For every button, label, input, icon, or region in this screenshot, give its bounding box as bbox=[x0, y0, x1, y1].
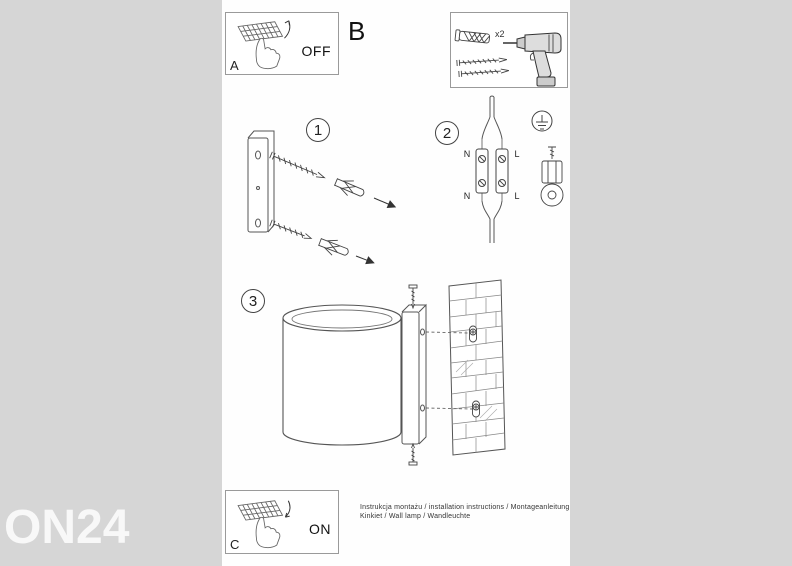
step-3-number: 3 bbox=[241, 289, 265, 313]
wall-plug-icon bbox=[318, 238, 349, 256]
screw-icon bbox=[408, 284, 418, 310]
drill-icon bbox=[503, 32, 562, 87]
screw-icon bbox=[269, 219, 313, 239]
bracket-mounting-illustration bbox=[247, 130, 397, 265]
hand-icon bbox=[255, 516, 281, 549]
watermark-logo: ON24 bbox=[4, 501, 130, 554]
tools-illustration bbox=[454, 29, 562, 87]
panel-b-label: B bbox=[348, 16, 366, 46]
switch-state-label: OFF bbox=[301, 43, 331, 59]
step-2-number: 2 bbox=[435, 121, 459, 145]
screw-icon bbox=[456, 57, 508, 67]
footer-text: Instrukcja montażu / installation instru… bbox=[360, 503, 570, 521]
step-1-number: 1 bbox=[306, 118, 330, 142]
wall-slot-icon bbox=[469, 325, 480, 418]
plug-quantity-label: x2 bbox=[495, 29, 505, 39]
screw-icon bbox=[408, 442, 418, 466]
wire-label-n-top: N bbox=[464, 149, 471, 159]
switch-off-icon bbox=[237, 20, 291, 70]
direction-arrow-icon bbox=[355, 255, 375, 265]
flip-arrow-icon bbox=[284, 20, 291, 39]
screw-icon bbox=[269, 151, 326, 179]
hand-icon bbox=[255, 37, 281, 70]
wire-label-n-bottom: N bbox=[464, 191, 471, 201]
wire-label-l-bottom: L bbox=[514, 191, 519, 201]
footer-line-1: Instrukcja montażu / installation instru… bbox=[360, 504, 570, 511]
lamp-cylinder-icon bbox=[282, 304, 402, 446]
direction-arrow-icon bbox=[373, 197, 397, 209]
panel-a-label: A bbox=[230, 58, 239, 73]
lamp-mounting-illustration bbox=[282, 279, 506, 466]
flip-arrow-icon bbox=[284, 500, 291, 518]
switch-state-label: ON bbox=[309, 521, 331, 537]
panel-a-switch-off: OFF A bbox=[225, 12, 339, 75]
terminal-block-icon bbox=[475, 148, 509, 194]
mounting-bracket-icon bbox=[401, 303, 427, 445]
switch-on-icon bbox=[237, 500, 291, 549]
wiring-diagram-illustration: N L N L bbox=[464, 95, 564, 243]
wire-label-l-top: L bbox=[514, 149, 519, 159]
screw-icon bbox=[458, 68, 510, 78]
paper-page bbox=[222, 0, 570, 566]
wall-plug-icon bbox=[454, 29, 491, 44]
ground-symbol-icon bbox=[531, 110, 553, 132]
cable-clamp-icon bbox=[540, 146, 564, 207]
cable-icon bbox=[481, 95, 503, 243]
alignment-guide-lines bbox=[425, 331, 473, 410]
wall-plug-icon bbox=[334, 178, 365, 197]
panel-c-switch-on: ON C bbox=[225, 490, 339, 554]
mounting-bracket-icon bbox=[247, 130, 275, 233]
tools-panel: x2 bbox=[450, 12, 568, 88]
brick-wall-icon bbox=[448, 279, 506, 456]
panel-c-label: C bbox=[230, 537, 240, 552]
footer-line-2: Kinkiet / Wall lamp / Wandleuchte bbox=[360, 513, 471, 520]
